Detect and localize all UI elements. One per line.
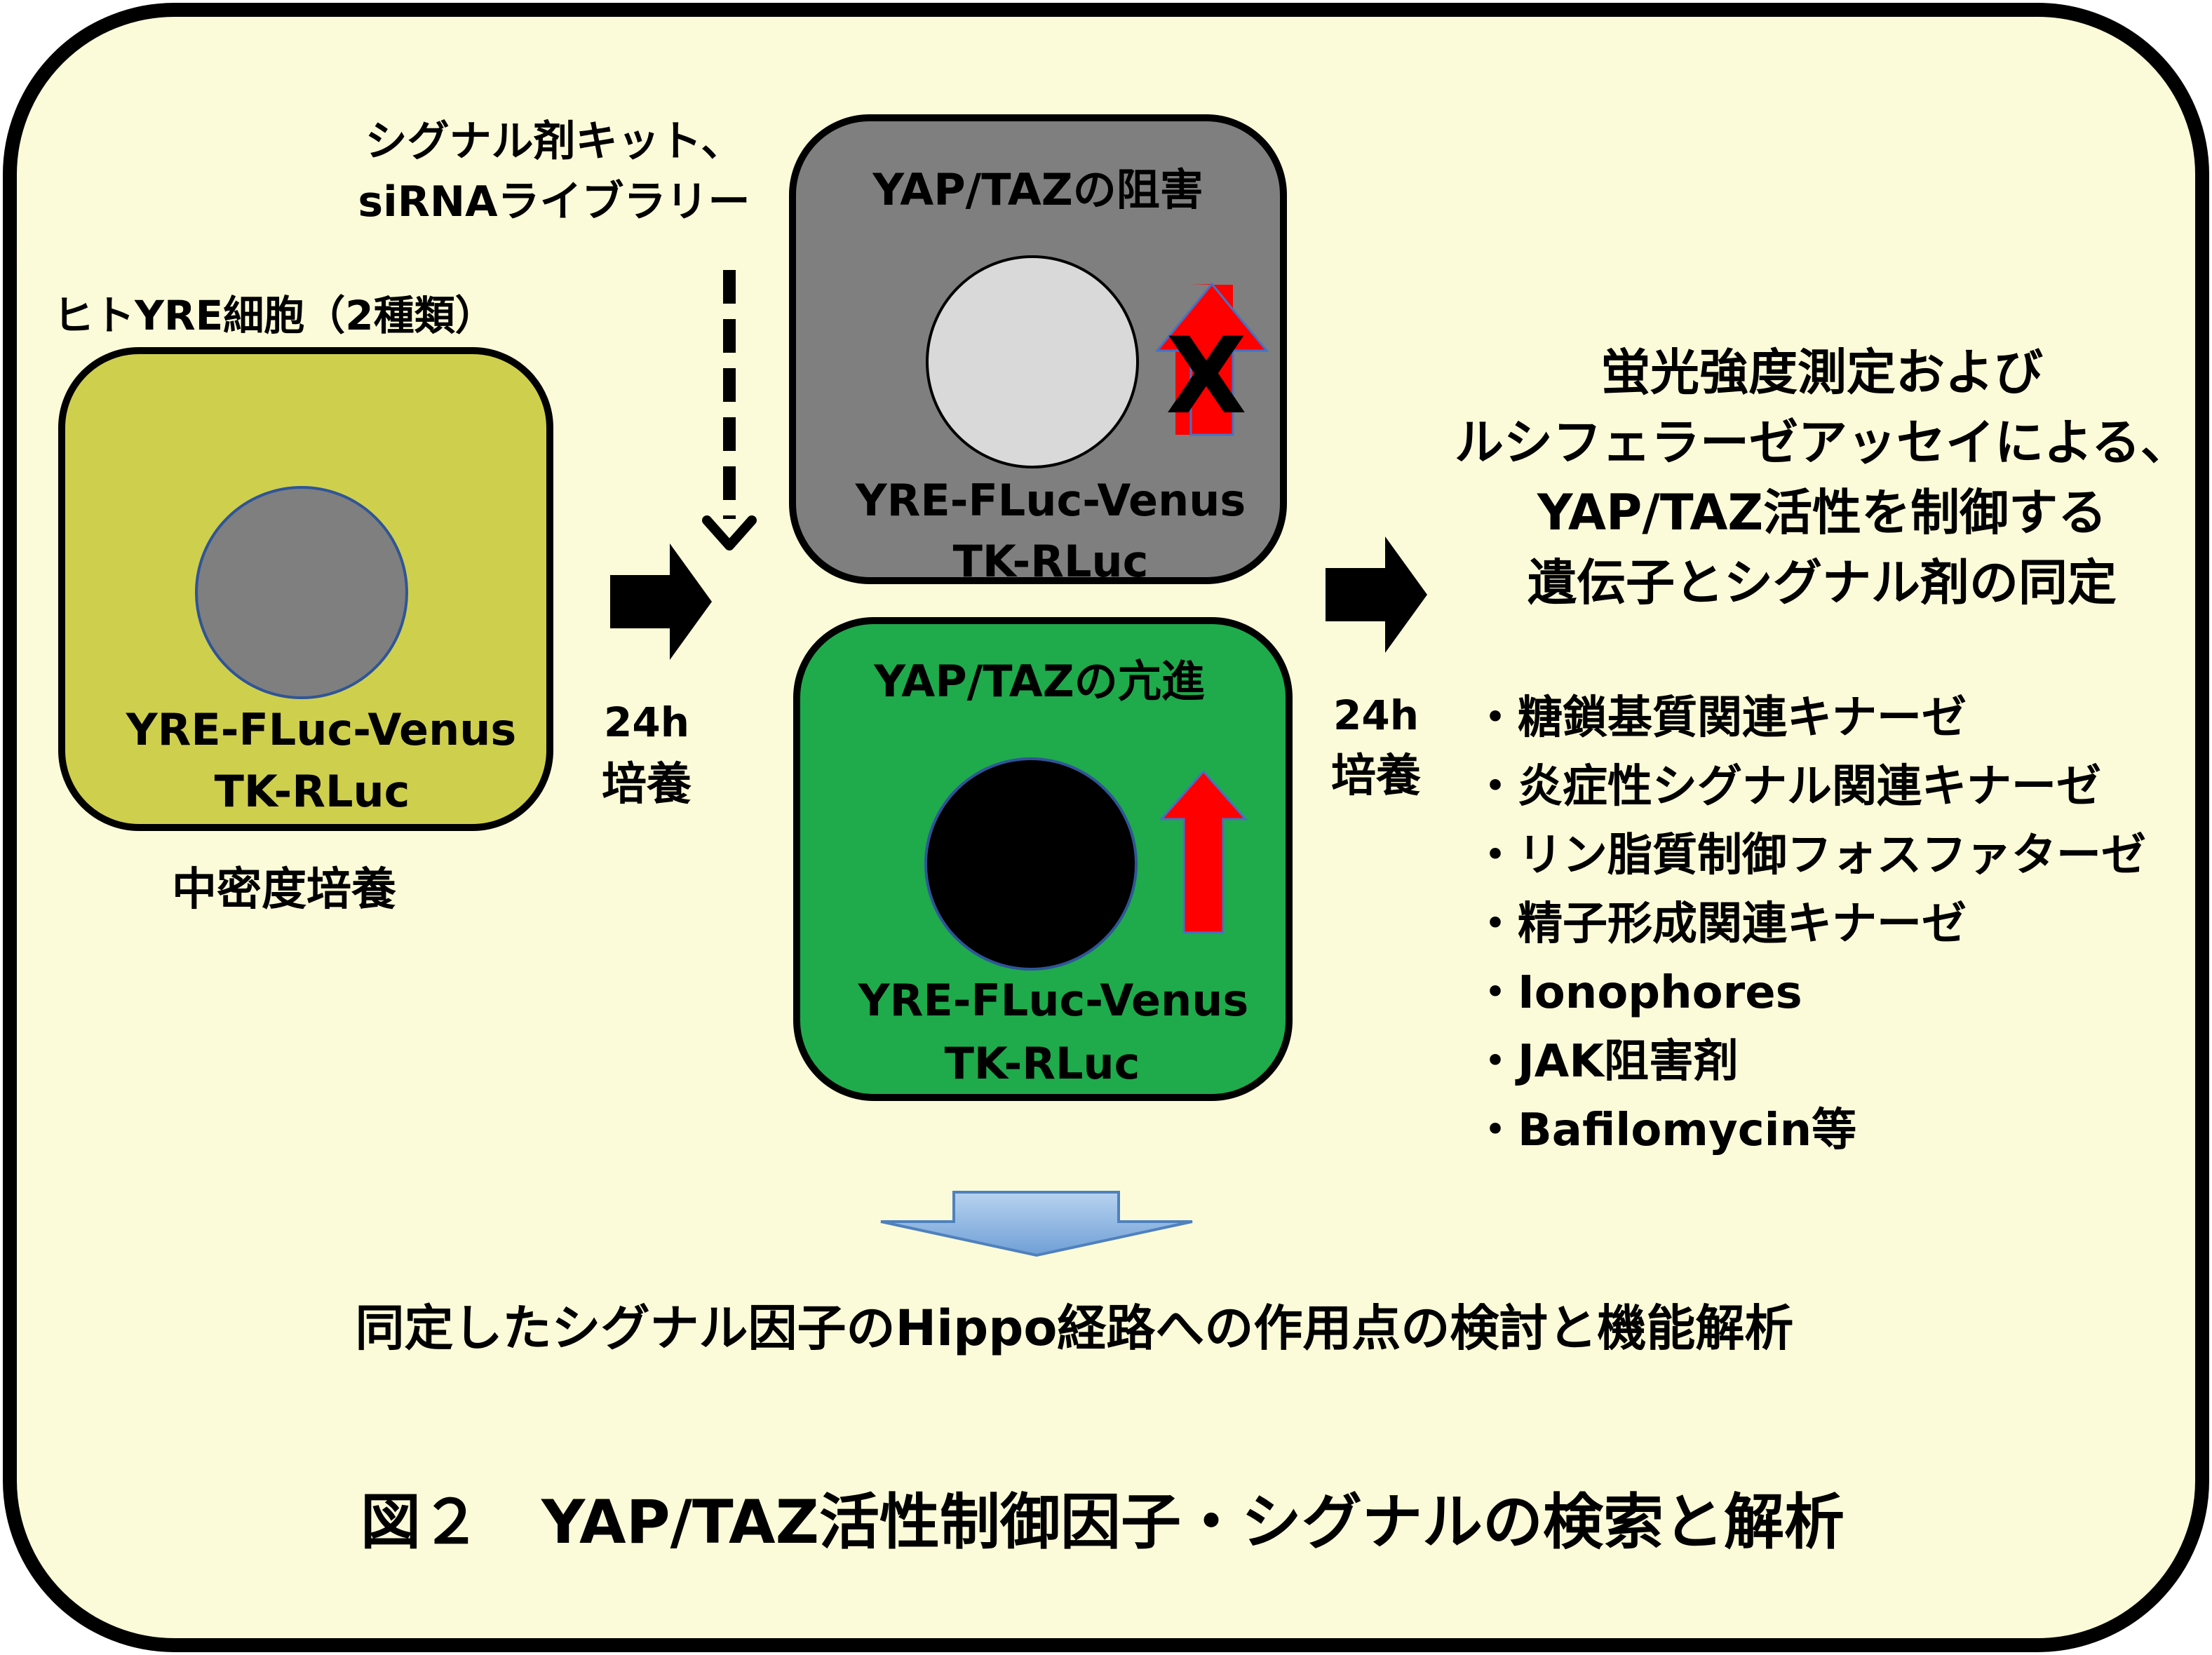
screening-input-line1: シグナル剤キット、 — [365, 117, 743, 166]
left-panel-caption: 中密度培養 — [172, 864, 396, 916]
identified-items-list: ・糖鎖基質関連キナーゼ ・炎症性シグナル関連キナーゼ ・リン脂質制御フォスファタ… — [1473, 692, 2146, 1156]
up-arrow-inhibited-outline — [1154, 282, 1269, 436]
left-panel-title: ヒトYRE細胞（2種類） — [53, 292, 496, 339]
down-arrow-blue — [880, 1191, 1193, 1257]
activation-reporter-line1: YRE-FLuc-Venus — [858, 975, 1249, 1026]
inhibition-reporter-line2: TK-RLuc — [953, 536, 1149, 587]
cell-nucleus-gray — [195, 486, 408, 699]
identified-item: ・精子形成関連キナーゼ — [1473, 898, 1967, 950]
identified-item: ・JAK阻害剤 — [1473, 1036, 1739, 1088]
cell-nucleus-dark — [924, 757, 1138, 971]
left-reporter-line1: YRE-FLuc-Venus — [126, 704, 517, 755]
x-mark: X — [1166, 316, 1247, 438]
culture-2-hours: 24h — [1333, 691, 1419, 739]
result-heading-line3: YAP/TAZ活性を制御する — [1537, 484, 2107, 541]
figure-caption: 図２ YAP/TAZ活性制御因子・シグナルの検索と解析 — [360, 1487, 1845, 1558]
inhibition-reporter-line1: YRE-FLuc-Venus — [855, 475, 1246, 526]
result-heading-line2: ルシフェラーゼアッセイによる、 — [1455, 414, 2190, 471]
culture-2-label: 培養 — [1331, 750, 1421, 802]
right-arrow-1 — [610, 543, 712, 660]
result-heading-line1: 蛍光強度測定および — [1601, 344, 2043, 401]
next-step-text: 同定したシグナル因子のHippo経路への作用点の検討と機能解析 — [356, 1299, 1794, 1357]
inhibition-panel-title: YAP/TAZの阻害 — [872, 164, 1203, 215]
up-arrow-activated — [1159, 769, 1248, 934]
culture-1-hours: 24h — [604, 698, 689, 746]
activation-reporter-line2: TK-RLuc — [945, 1038, 1140, 1089]
dashed-arrow-head — [702, 515, 757, 550]
identified-item: ・糖鎖基質関連キナーゼ — [1473, 692, 1967, 744]
activation-panel-title: YAP/TAZの亢進 — [873, 656, 1204, 707]
identified-item: ・Ionophores — [1473, 967, 1802, 1019]
identified-item: ・Bafilomycin等 — [1473, 1105, 1856, 1156]
identified-item: ・炎症性シグナル関連キナーゼ — [1473, 761, 2101, 813]
culture-1-label: 培養 — [602, 759, 692, 811]
result-heading-line4: 遺伝子とシグナル剤の同定 — [1528, 554, 2117, 612]
left-reporter-line2: TK-RLuc — [215, 766, 410, 817]
right-arrow-2 — [1326, 536, 1427, 653]
identified-item: ・リン脂質制御フォスファターゼ — [1473, 830, 2146, 881]
screening-input-line2: siRNAライブラリー — [358, 177, 750, 227]
cell-nucleus-light — [926, 255, 1139, 468]
